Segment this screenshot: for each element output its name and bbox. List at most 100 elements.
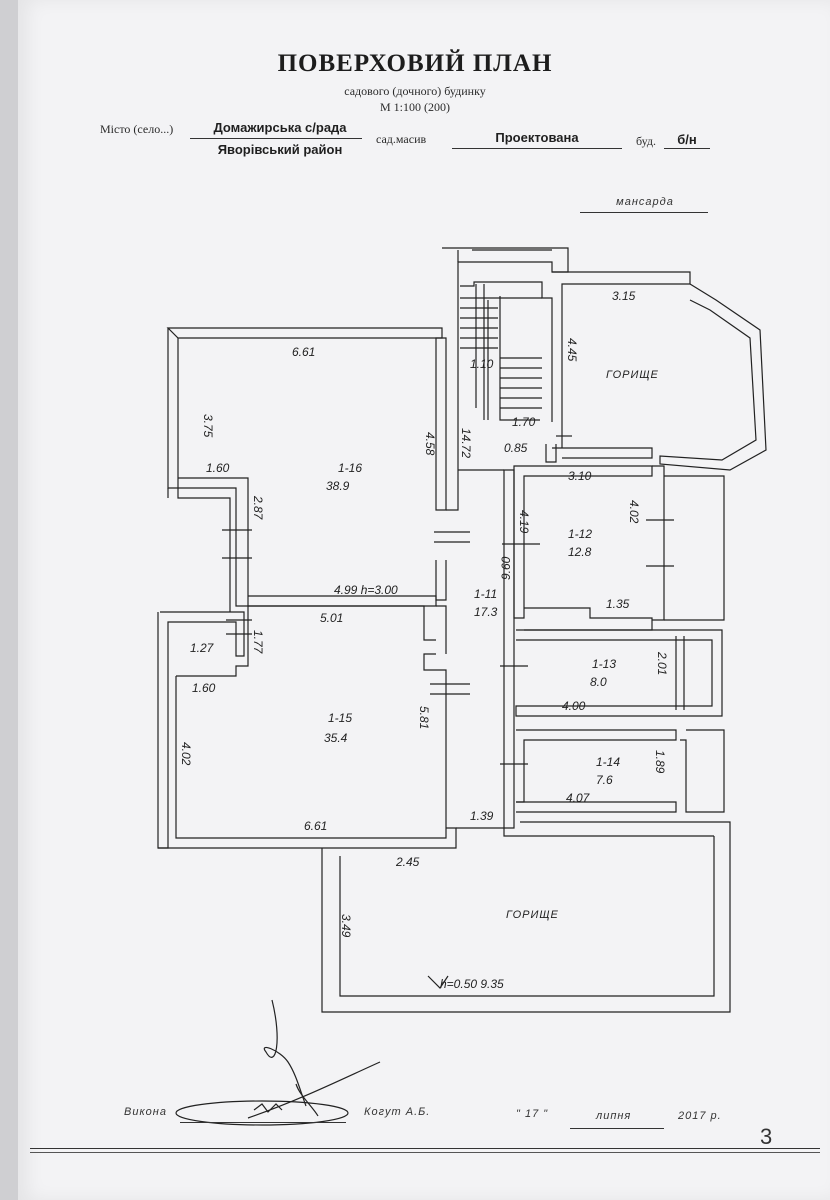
dimension: 1.89 bbox=[653, 750, 667, 774]
wall bbox=[166, 327, 443, 339]
dimension: 1.39 bbox=[470, 809, 494, 823]
wall bbox=[248, 595, 437, 607]
door-mark bbox=[222, 529, 252, 559]
lower-height-note: h=0.50 9.35 bbox=[440, 977, 504, 991]
dimension: 2.87 bbox=[251, 495, 265, 521]
district-value: Яворівський район bbox=[217, 142, 343, 157]
dimension: 5.81 bbox=[417, 706, 431, 729]
dimension: 3.75 bbox=[201, 414, 215, 438]
footer-rule-thin bbox=[30, 1152, 820, 1153]
dimension: 5.01 bbox=[320, 611, 343, 625]
room-area: 17.3 bbox=[474, 605, 498, 619]
room-id: 1-15 bbox=[328, 711, 352, 725]
footer-rule bbox=[30, 1148, 820, 1149]
room-area: 38.9 bbox=[326, 479, 350, 493]
attic-label-lower: ГОРИЩЕ bbox=[506, 909, 559, 921]
wall bbox=[524, 607, 653, 631]
attic-label-upper: ГОРИЩЕ bbox=[606, 369, 659, 381]
dimension: 3.49 bbox=[339, 914, 353, 938]
wall bbox=[436, 605, 447, 654]
bay-wall bbox=[659, 283, 767, 471]
height-arrow bbox=[427, 975, 449, 989]
dimension: 1.35 bbox=[606, 597, 630, 611]
wall bbox=[513, 465, 653, 619]
wall bbox=[177, 488, 231, 612]
wall bbox=[515, 629, 723, 717]
room-id: 1-16 bbox=[338, 461, 362, 475]
door-mark bbox=[646, 519, 674, 567]
wall bbox=[680, 729, 725, 813]
wall bbox=[652, 465, 665, 621]
building-underline bbox=[664, 148, 710, 149]
date-month: липня bbox=[596, 1110, 632, 1122]
massif-label: сад.масив bbox=[376, 132, 427, 146]
performed-label: Викона bbox=[124, 1106, 167, 1118]
room-area: 35.4 bbox=[324, 731, 348, 745]
dimension: 4.02 bbox=[627, 500, 641, 524]
dimension: 6.61 bbox=[292, 345, 315, 359]
height-note: 4.99 h=3.00 bbox=[334, 583, 398, 597]
wall bbox=[456, 827, 714, 837]
wall bbox=[664, 475, 725, 621]
room-area: 8.0 bbox=[590, 675, 607, 689]
wall bbox=[435, 337, 447, 511]
door-mark bbox=[226, 619, 252, 635]
dimension: 4.19 bbox=[517, 510, 531, 534]
wall bbox=[435, 560, 447, 601]
executor-name: Когут А.Б. bbox=[364, 1106, 431, 1118]
wall bbox=[175, 653, 447, 839]
dimension: 1.60 bbox=[206, 461, 230, 475]
city-underline bbox=[190, 138, 362, 139]
dimension: 1.10 bbox=[470, 357, 494, 371]
building-value: б/н bbox=[677, 132, 697, 147]
room-id: 1-14 bbox=[596, 755, 620, 769]
wall bbox=[675, 636, 685, 710]
wall bbox=[503, 469, 515, 829]
room-area: 7.6 bbox=[596, 773, 613, 787]
door-mark bbox=[434, 531, 470, 543]
door-mark bbox=[500, 665, 528, 765]
dimension: 0.85 bbox=[504, 441, 528, 455]
stair-rail bbox=[475, 284, 485, 420]
date-day: " 17 " bbox=[516, 1108, 549, 1120]
signature bbox=[175, 999, 381, 1126]
dimension: 3.15 bbox=[612, 289, 636, 303]
massif-underline bbox=[452, 148, 622, 149]
wall bbox=[552, 447, 653, 459]
wall bbox=[167, 328, 179, 489]
room-id: 1-12 bbox=[568, 527, 592, 541]
dimension: 9.60 bbox=[499, 556, 513, 580]
dimension: 4.00 bbox=[562, 699, 586, 713]
dimension: 2.45 bbox=[395, 855, 420, 869]
wall bbox=[158, 827, 457, 849]
room-id: 1-13 bbox=[592, 657, 616, 671]
dimension: 1.70 bbox=[512, 415, 536, 429]
room-area: 12.8 bbox=[568, 545, 592, 559]
building-label: буд. bbox=[636, 134, 656, 148]
dimension: 1.60 bbox=[192, 681, 216, 695]
floor-name: мансарда bbox=[616, 196, 674, 208]
page-number: 3 bbox=[760, 1124, 773, 1149]
month-underline bbox=[570, 1128, 664, 1129]
stair-rail bbox=[499, 296, 540, 421]
stair-outline bbox=[460, 281, 553, 422]
city-label: Місто (село...) bbox=[100, 122, 174, 136]
page-title: ПОВЕРХОВИЙ ПЛАН bbox=[277, 50, 553, 77]
dimension: 4.02 bbox=[179, 742, 193, 766]
dimension: 4.45 bbox=[565, 338, 579, 362]
dimension: 4.58 bbox=[423, 432, 437, 456]
scale-note: М 1:100 (200) bbox=[380, 100, 450, 114]
stair-steps bbox=[500, 357, 542, 409]
dimension: 4.07 bbox=[566, 791, 591, 805]
wall bbox=[178, 477, 249, 607]
dimension: 6.61 bbox=[304, 819, 327, 833]
room-id: 1-11 bbox=[474, 587, 497, 601]
wall bbox=[176, 605, 436, 677]
wall bbox=[321, 821, 731, 1013]
city-value: Домажирська с/рада bbox=[213, 120, 347, 135]
dimension: 2.01 bbox=[655, 651, 669, 675]
wall bbox=[516, 801, 677, 813]
dimension: 14.72 bbox=[459, 428, 473, 458]
dimension: 1.77 bbox=[251, 630, 265, 655]
